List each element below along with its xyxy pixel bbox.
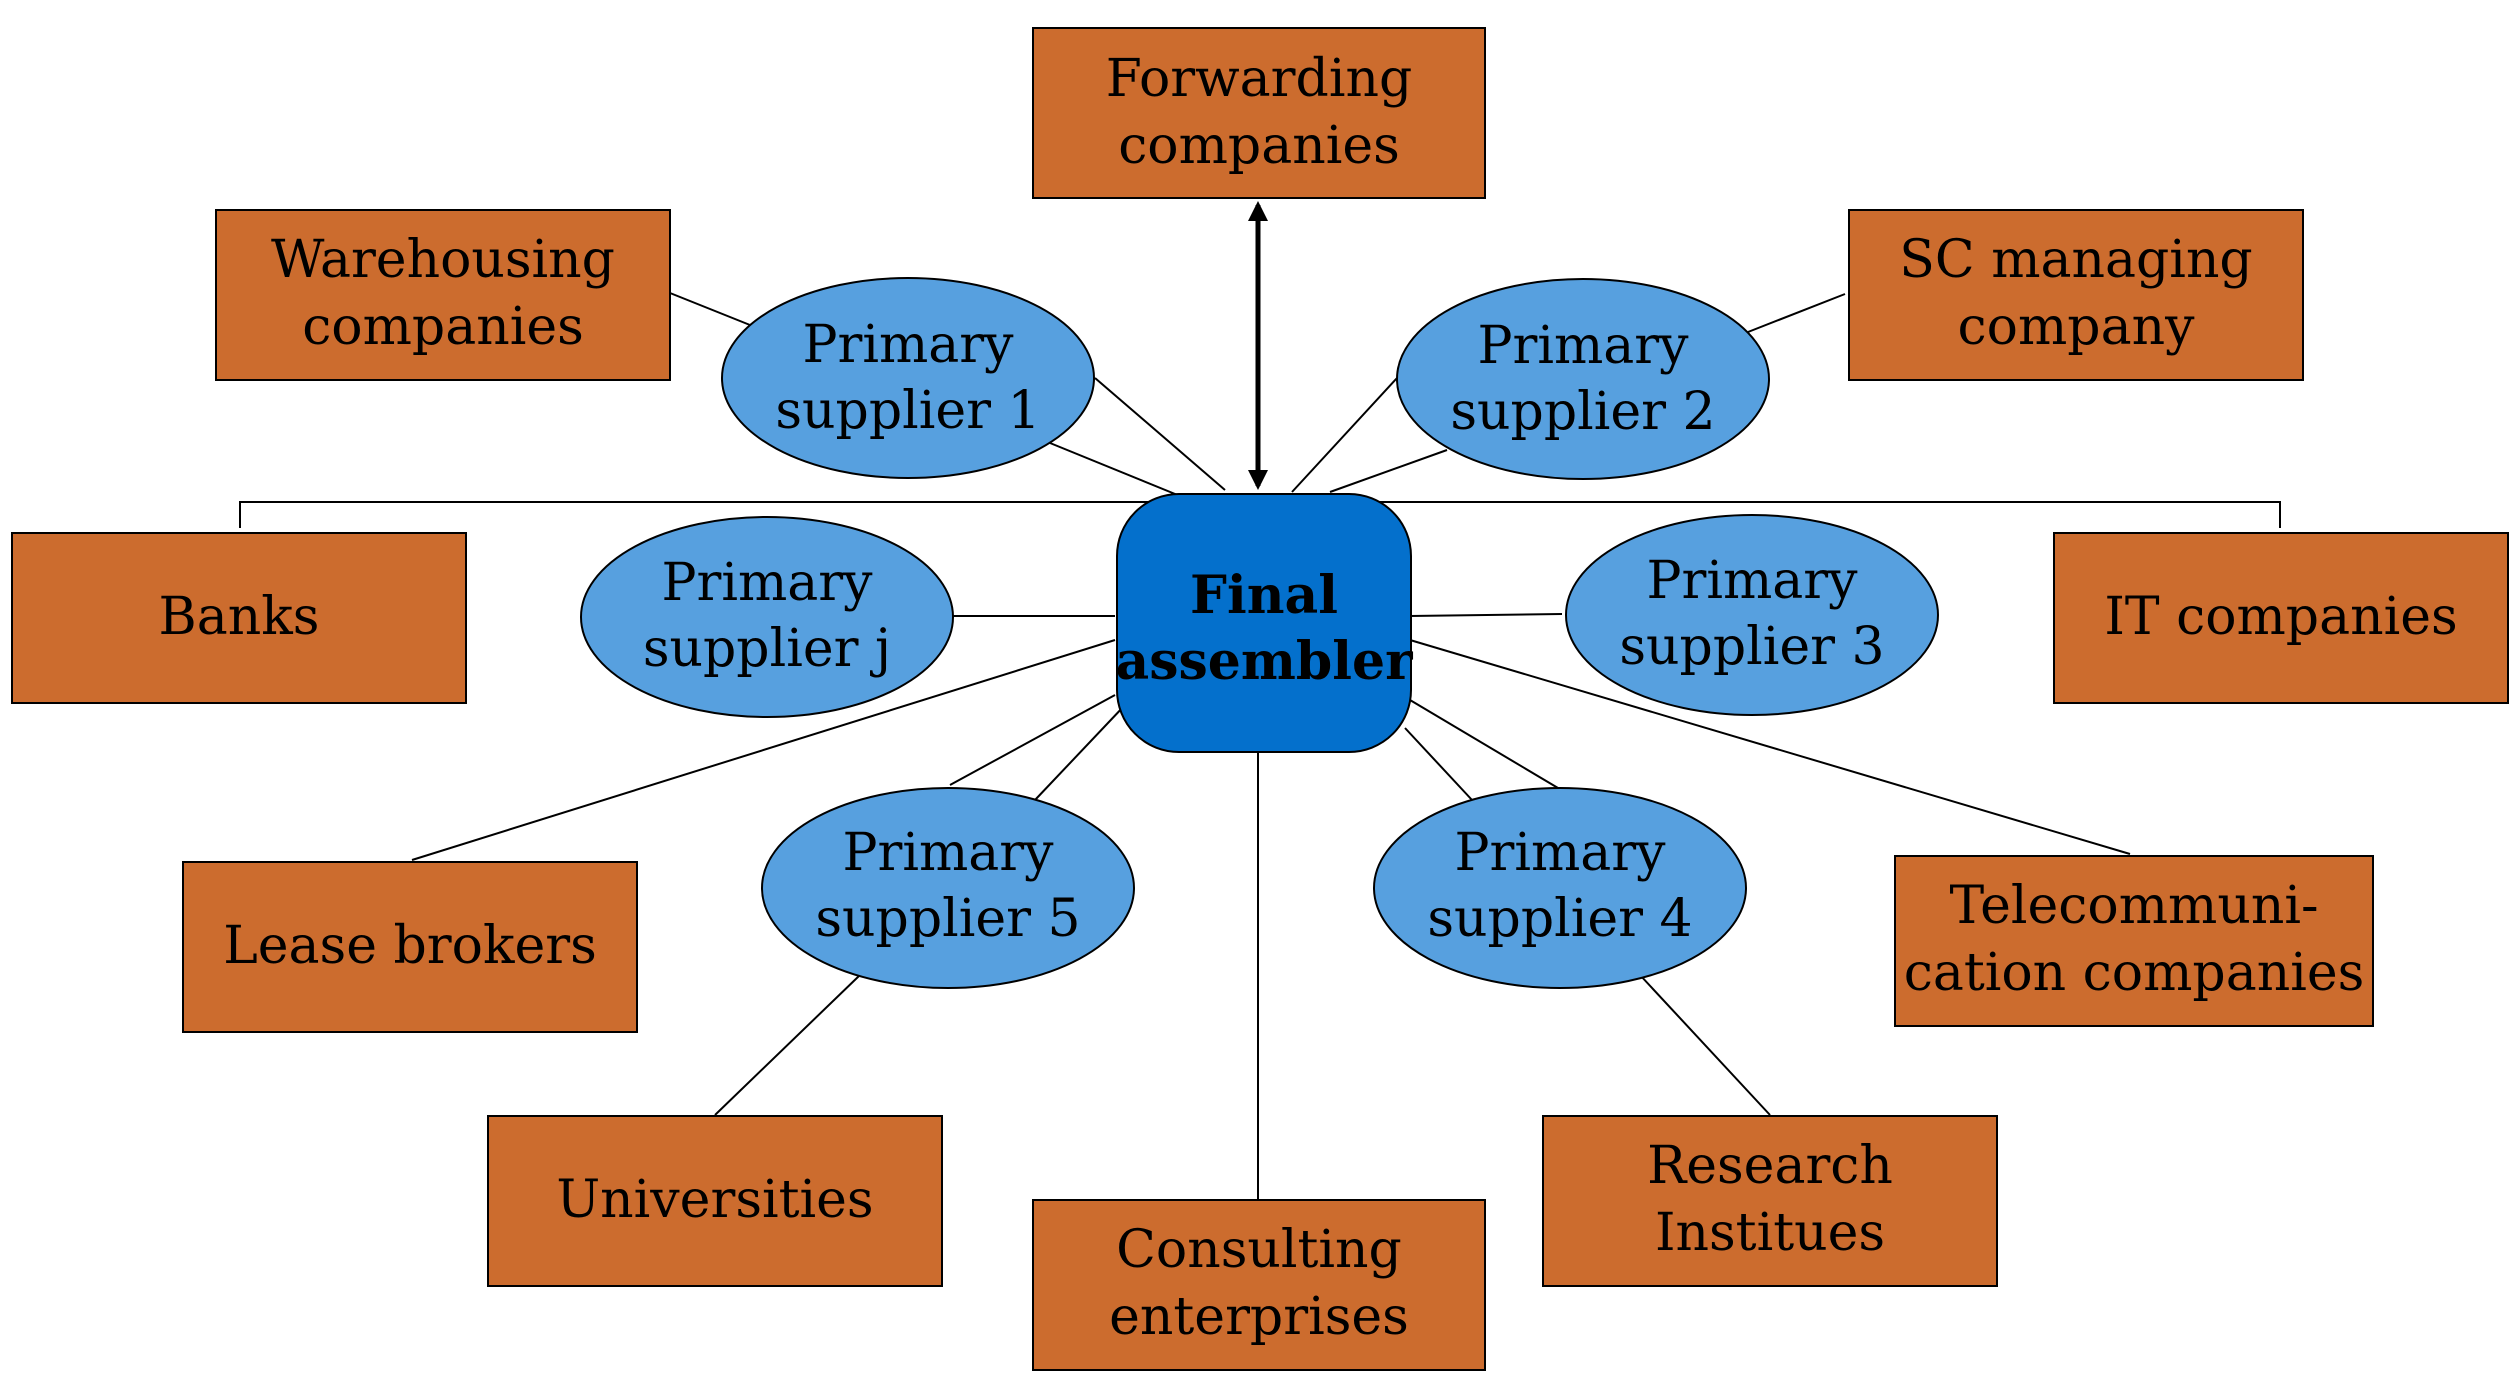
partner-label: Research	[1647, 1136, 1893, 1196]
supplier-label: supplier 2	[1450, 382, 1715, 442]
connector-supplier-2-hub-b	[1329, 449, 1448, 493]
supplier-label: Primary	[1454, 823, 1666, 883]
partner-research: Research Institues	[1542, 1115, 1998, 1287]
supplier-j: Primary supplier j	[580, 516, 954, 718]
partner-label: SC managing	[1899, 230, 2252, 290]
partner-label: cation companies	[1904, 943, 2365, 1003]
partner-warehousing: Warehousing companies	[215, 209, 671, 381]
partner-lease: Lease brokers	[182, 861, 638, 1033]
partner-label: Banks	[159, 587, 320, 647]
partner-label: enterprises	[1109, 1287, 1409, 1347]
partner-label: Consulting	[1116, 1220, 1402, 1280]
supplier-2: Primary supplier 2	[1396, 278, 1770, 480]
connector-telecom-hub	[1409, 639, 2131, 855]
supplier-label: supplier 1	[775, 381, 1040, 441]
final-assembler: Final assembler	[1116, 493, 1414, 753]
partner-label: Warehousing	[271, 230, 615, 290]
partner-label: company	[1958, 297, 2196, 357]
partner-label: Telecommuni-	[1949, 876, 2318, 936]
partner-universities: Universities	[487, 1115, 943, 1287]
partner-label: Forwarding	[1106, 49, 1412, 109]
supplier-label: supplier 3	[1619, 617, 1884, 677]
connector-supplier-4-hub	[1409, 699, 1559, 789]
partner-label: Universities	[556, 1170, 873, 1230]
connector-supplier-1-hub	[1094, 377, 1226, 491]
partner-label: Lease brokers	[223, 916, 597, 976]
partner-label: companies	[302, 297, 584, 357]
connector-universities-supplier-5	[714, 974, 861, 1116]
supplier-label: supplier 4	[1427, 889, 1692, 949]
supplier-label: supplier 5	[815, 889, 1080, 949]
supplier-4: Primary supplier 4	[1373, 787, 1747, 989]
connector-sc-managing-supplier-2	[1747, 293, 1846, 333]
partner-banks: Banks	[11, 532, 467, 704]
partner-telecom: Telecommuni- cation companies	[1894, 855, 2374, 1027]
connector-research-supplier-4	[1639, 974, 1771, 1116]
connector-supplier-1-hub-b	[1049, 442, 1181, 497]
supplier-label: Primary	[661, 553, 873, 613]
partner-label: IT companies	[2104, 587, 2457, 647]
connector-supplier-2-hub	[1291, 377, 1398, 493]
partner-forwarding: Forwarding companies	[1032, 27, 1486, 199]
partner-label: Institues	[1655, 1203, 1885, 1263]
connector-supplier-3-hub	[1409, 613, 1563, 617]
final-assembler-label: assembler	[1116, 631, 1414, 692]
final-assembler-label: Final	[1190, 565, 1338, 626]
connector-supplier-4-hub-b	[1404, 727, 1473, 801]
supplier-label: Primary	[802, 315, 1014, 375]
connector-supplier-5-hub	[949, 694, 1116, 786]
connector-supplier-5-hub-b	[1034, 704, 1126, 801]
supplier-3: Primary supplier 3	[1565, 514, 1939, 716]
partner-label: companies	[1118, 116, 1400, 176]
supplier-label: Primary	[1477, 316, 1689, 376]
partner-it: IT companies	[2053, 532, 2509, 704]
supplier-1: Primary supplier 1	[721, 277, 1095, 479]
partner-sc-managing: SC managing company	[1848, 209, 2304, 381]
connector-lease-hub	[411, 639, 1116, 861]
connector-warehousing-supplier-1	[669, 292, 751, 326]
partner-consulting: Consulting enterprises	[1032, 1199, 1486, 1371]
supplier-5: Primary supplier 5	[761, 787, 1135, 989]
supplier-label: Primary	[1646, 551, 1858, 611]
supplier-label: supplier j	[643, 619, 891, 679]
supplier-label: Primary	[842, 823, 1054, 883]
connectors	[239, 292, 2281, 1200]
